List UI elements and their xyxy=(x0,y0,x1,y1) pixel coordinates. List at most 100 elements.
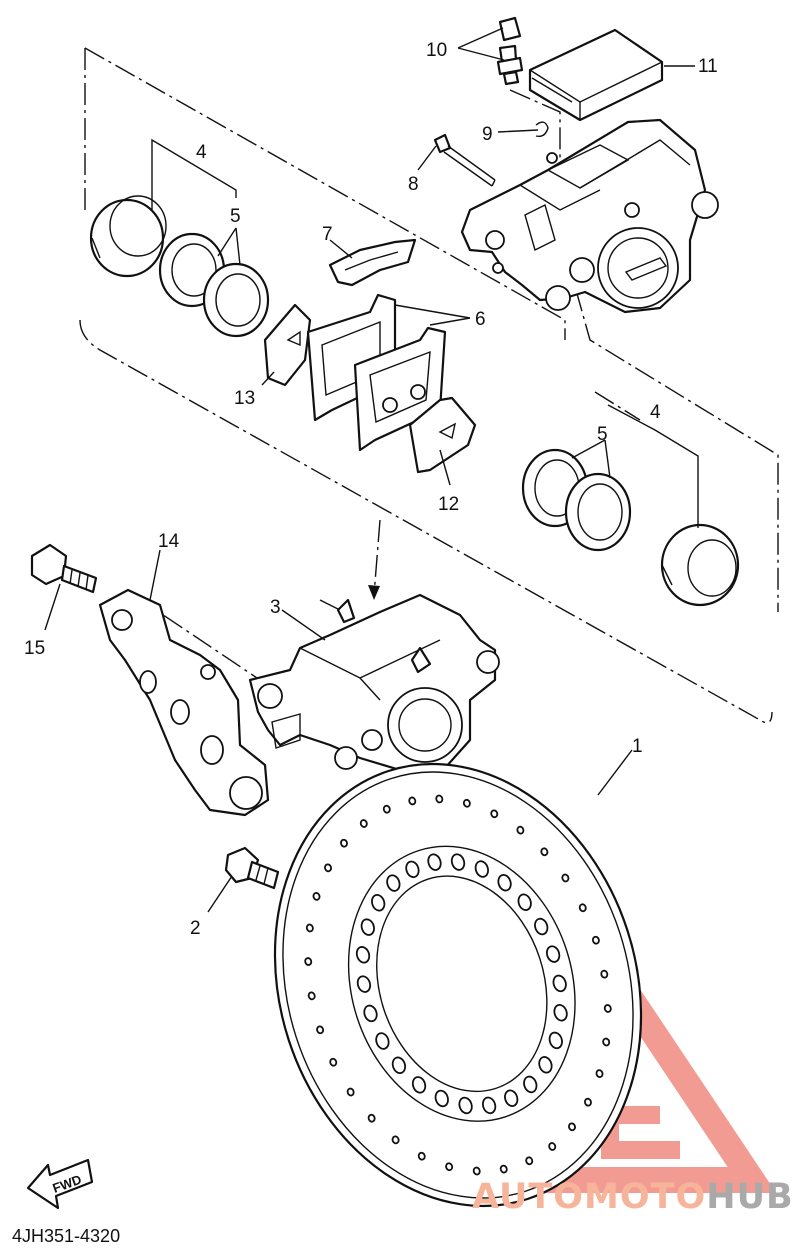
watermark-brand-part1: AUTOMOTO xyxy=(472,1177,706,1217)
callout-7: 7 xyxy=(322,224,333,245)
disc-drill-hole xyxy=(359,819,368,828)
disc-inner-hole xyxy=(545,945,561,963)
disc-drill-hole xyxy=(367,1113,376,1123)
disc-inner-hole xyxy=(405,860,420,879)
callout-5-upper: 5 xyxy=(230,206,241,227)
callout-13: 13 xyxy=(234,388,255,409)
direction-arrow-head xyxy=(368,585,380,600)
disc-inner-hole xyxy=(474,860,489,878)
disc-inner-hole xyxy=(548,1031,563,1050)
leader-lines xyxy=(44,27,699,913)
seal-ring-part-lower-2 xyxy=(564,472,632,552)
disc-drill-hole xyxy=(540,847,549,857)
disc-drill-hole xyxy=(462,798,471,808)
disc-inner-hole xyxy=(517,893,532,911)
callout-8: 8 xyxy=(408,174,419,195)
callout-labels: 1 2 3 4 4 5 5 6 7 8 9 10 11 12 13 14 15 xyxy=(24,40,718,939)
callout-1: 1 xyxy=(632,736,643,757)
disc-inner-hole xyxy=(386,874,401,892)
disc-outer-holes xyxy=(304,794,612,1176)
disc-drill-hole xyxy=(312,892,321,901)
disc-inner-holes xyxy=(355,853,568,1115)
callout-3: 3 xyxy=(270,597,281,618)
disc-drill-hole xyxy=(307,991,316,1001)
brake-disc-part xyxy=(273,762,643,1208)
disc-drill-hole xyxy=(304,957,313,966)
caliper-assembly-upper xyxy=(460,118,719,314)
clip-part xyxy=(535,121,558,164)
assembly-frame-lines xyxy=(79,47,779,724)
disc-drill-hole xyxy=(578,903,587,913)
drawing-code: 4JH351-4320 xyxy=(12,1226,120,1246)
disc-drill-hole xyxy=(408,796,417,806)
pad-spring-part xyxy=(328,238,417,287)
disc-drill-hole xyxy=(435,794,444,804)
disc-inner-hole xyxy=(434,1089,449,1108)
disc-inner-hole xyxy=(375,1032,390,1050)
disc-drill-hole xyxy=(561,873,570,883)
pad-shim-part-13 xyxy=(263,303,312,387)
disc-drill-hole xyxy=(600,969,609,979)
seal-ring-part-upper-2 xyxy=(202,262,270,338)
svg-text:AUTOMOTOHUB: AUTOMOTOHUB xyxy=(472,1177,794,1217)
brake-pad-part-2 xyxy=(353,326,447,452)
callout-15: 15 xyxy=(24,638,45,659)
callout-6: 6 xyxy=(475,309,486,330)
callout-4-upper: 4 xyxy=(196,142,207,163)
disc-drill-hole xyxy=(382,804,391,814)
disc-inner-hole xyxy=(553,1004,568,1022)
disc-drill-hole xyxy=(568,1122,576,1132)
disc-inner-hole xyxy=(497,873,512,892)
disc-inner-hole xyxy=(450,853,466,871)
piston-part-upper xyxy=(89,195,167,278)
disc-inner-hole xyxy=(360,918,375,936)
callout-5-lower: 5 xyxy=(597,424,608,445)
disc-drill-hole xyxy=(490,809,499,819)
disc-drill-hole xyxy=(516,825,525,835)
disc-inner-hole xyxy=(458,1096,473,1115)
disc-drill-hole xyxy=(472,1166,481,1176)
disc-drill-hole xyxy=(305,923,314,933)
disc-drill-hole xyxy=(548,1142,557,1151)
disc-drill-hole xyxy=(340,838,348,848)
disc-inner-hole xyxy=(355,946,371,964)
disc-drill-hole xyxy=(499,1164,508,1174)
callout-2: 2 xyxy=(190,918,201,939)
forward-direction-arrow: FWD xyxy=(26,1158,94,1210)
disc-drill-hole xyxy=(603,1004,612,1013)
callout-11: 11 xyxy=(698,56,718,77)
watermark-brand-text: AUTOMOTOHUB xyxy=(472,1177,794,1217)
piston-part-lower xyxy=(660,523,740,607)
disc-inner-hole xyxy=(523,1075,538,1094)
disc-drill-hole xyxy=(324,863,332,873)
disc-inner-hole xyxy=(552,974,567,993)
callout-10: 10 xyxy=(426,40,447,61)
pad-shim-part-12 xyxy=(408,396,477,474)
bleed-screw-part xyxy=(496,16,524,86)
disc-inner-hole xyxy=(411,1076,427,1094)
disc-drill-hole xyxy=(525,1156,534,1166)
disc-inner-hole xyxy=(504,1089,519,1107)
disc-inner-hole xyxy=(427,853,442,871)
disc-inner-hole xyxy=(356,975,372,993)
disc-inner-hole xyxy=(538,1056,553,1074)
disc-drill-hole xyxy=(417,1151,426,1161)
disc-inner-hole xyxy=(534,917,549,936)
pad-pin-part xyxy=(433,133,496,187)
disc-inner-hole xyxy=(363,1004,378,1023)
disc-inner-hole xyxy=(482,1096,497,1115)
disc-drill-hole xyxy=(316,1025,325,1035)
disc-bolt-part xyxy=(224,846,280,890)
disc-drill-hole xyxy=(591,935,600,945)
disc-drill-hole xyxy=(346,1087,355,1097)
caliper-cover-part xyxy=(528,28,664,122)
callout-9: 9 xyxy=(482,124,493,145)
disc-drill-hole xyxy=(445,1162,454,1172)
caliper-bracket-part xyxy=(98,588,270,817)
disc-drill-hole xyxy=(391,1135,400,1145)
disc-drill-hole xyxy=(584,1097,592,1107)
bolt-part-15 xyxy=(30,543,98,594)
disc-drill-hole xyxy=(602,1037,611,1047)
caliper-assembly-lower xyxy=(248,593,500,772)
